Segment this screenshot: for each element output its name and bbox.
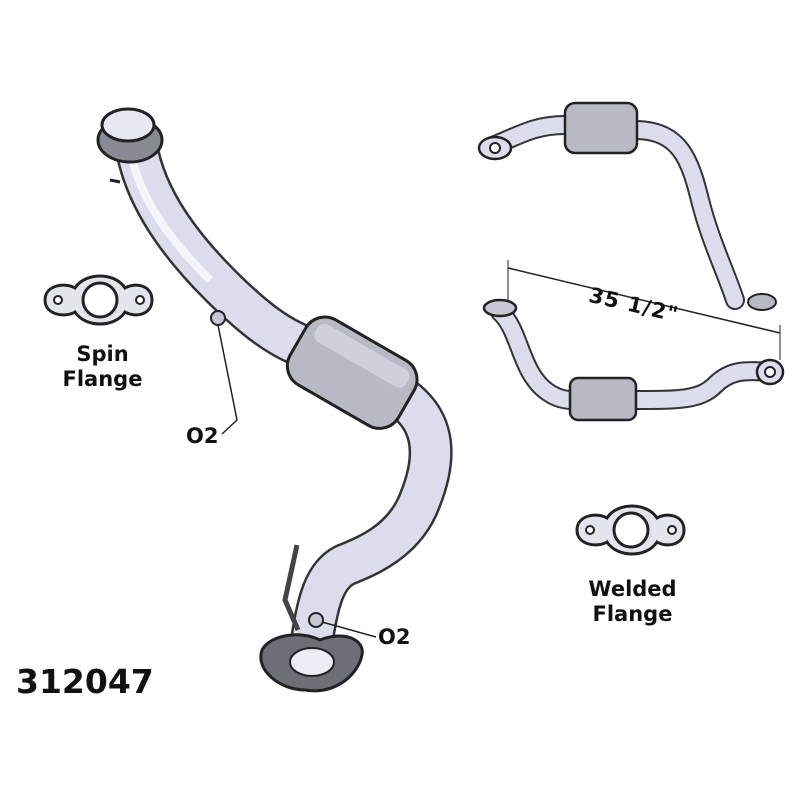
spin-flange-label: Spin Flange <box>55 342 150 392</box>
dimension-line <box>507 260 781 360</box>
spin-flange-label-line2: Flange <box>62 367 143 391</box>
spin-flange-gasket <box>43 274 154 326</box>
o2-sensor-label-lower: O2 <box>378 625 411 649</box>
o2-sensor-label-upper: O2 <box>186 424 219 448</box>
main-pipe-assembly <box>96 107 453 693</box>
welded-flange-label: Welded Flange <box>575 577 690 627</box>
spin-flange-label-line1: Spin <box>76 342 129 366</box>
part-number: 312047 <box>16 662 154 701</box>
top-view-assembly <box>477 101 777 311</box>
welded-flange-label-line1: Welded <box>588 577 677 601</box>
welded-flange-gasket <box>575 504 686 556</box>
side-view-assembly <box>482 298 785 422</box>
welded-flange-label-line2: Flange <box>592 602 673 626</box>
